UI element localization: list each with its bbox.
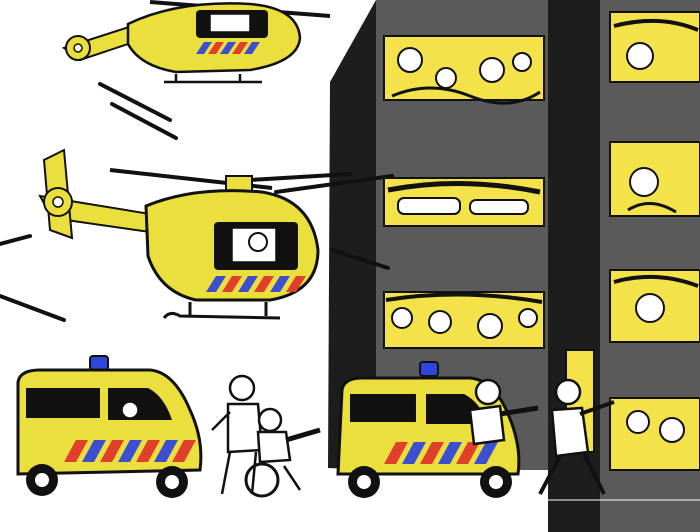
helicopter-top-skid — [164, 74, 262, 84]
paramedic-pushing-body — [226, 402, 264, 454]
paramedic-running-legs — [538, 453, 606, 495]
helicopter-top-stripes — [196, 42, 260, 54]
paramedic-running — [538, 378, 615, 495]
paramedic-running-arm — [579, 400, 615, 416]
tower-window-3 — [609, 269, 700, 343]
patient-arm-pointing — [285, 427, 321, 443]
wheelchair-patient — [244, 407, 321, 498]
paramedic-pointing — [468, 378, 539, 446]
motion-lines — [0, 82, 394, 322]
wheelchair-wheel — [244, 462, 280, 498]
ambulance-left — [16, 355, 203, 498]
tower-window-2 — [609, 141, 700, 217]
helicopter-pilot — [248, 232, 268, 252]
paramedic-pointing-arm — [499, 405, 539, 417]
helicopter-main — [38, 148, 320, 320]
helicopter-main-skid — [162, 302, 281, 320]
window-row-3 — [383, 291, 545, 349]
helicopter-top — [61, 0, 331, 84]
paramedic-pushing — [211, 374, 264, 495]
window-row-2 — [383, 177, 545, 227]
window-row-1 — [383, 35, 545, 105]
patient-head — [257, 407, 283, 433]
tower-window-1 — [609, 11, 700, 83]
ambulance-right-stripes — [384, 442, 498, 464]
helicopter-main-stripes — [206, 276, 306, 292]
paramedic-pointing-body — [468, 404, 506, 446]
paramedic-running-head — [554, 378, 582, 406]
ambulance-right-siren — [419, 361, 439, 377]
paramedic-running-body — [550, 406, 590, 458]
paramedic-pointing-head — [474, 378, 502, 406]
ambulance-left-siren — [89, 355, 109, 371]
ambulance-left-stripes — [64, 440, 196, 462]
paramedic-pushing-head — [228, 374, 256, 402]
paramedic-pushing-legs — [220, 451, 258, 495]
ambulance-left-window-rear — [26, 388, 100, 418]
ambulance-right — [336, 361, 521, 498]
ambulance-right-window-rear — [350, 394, 416, 422]
building-left-facade — [328, 0, 380, 470]
tower-window-4 — [609, 397, 700, 471]
patient-body — [256, 430, 292, 464]
